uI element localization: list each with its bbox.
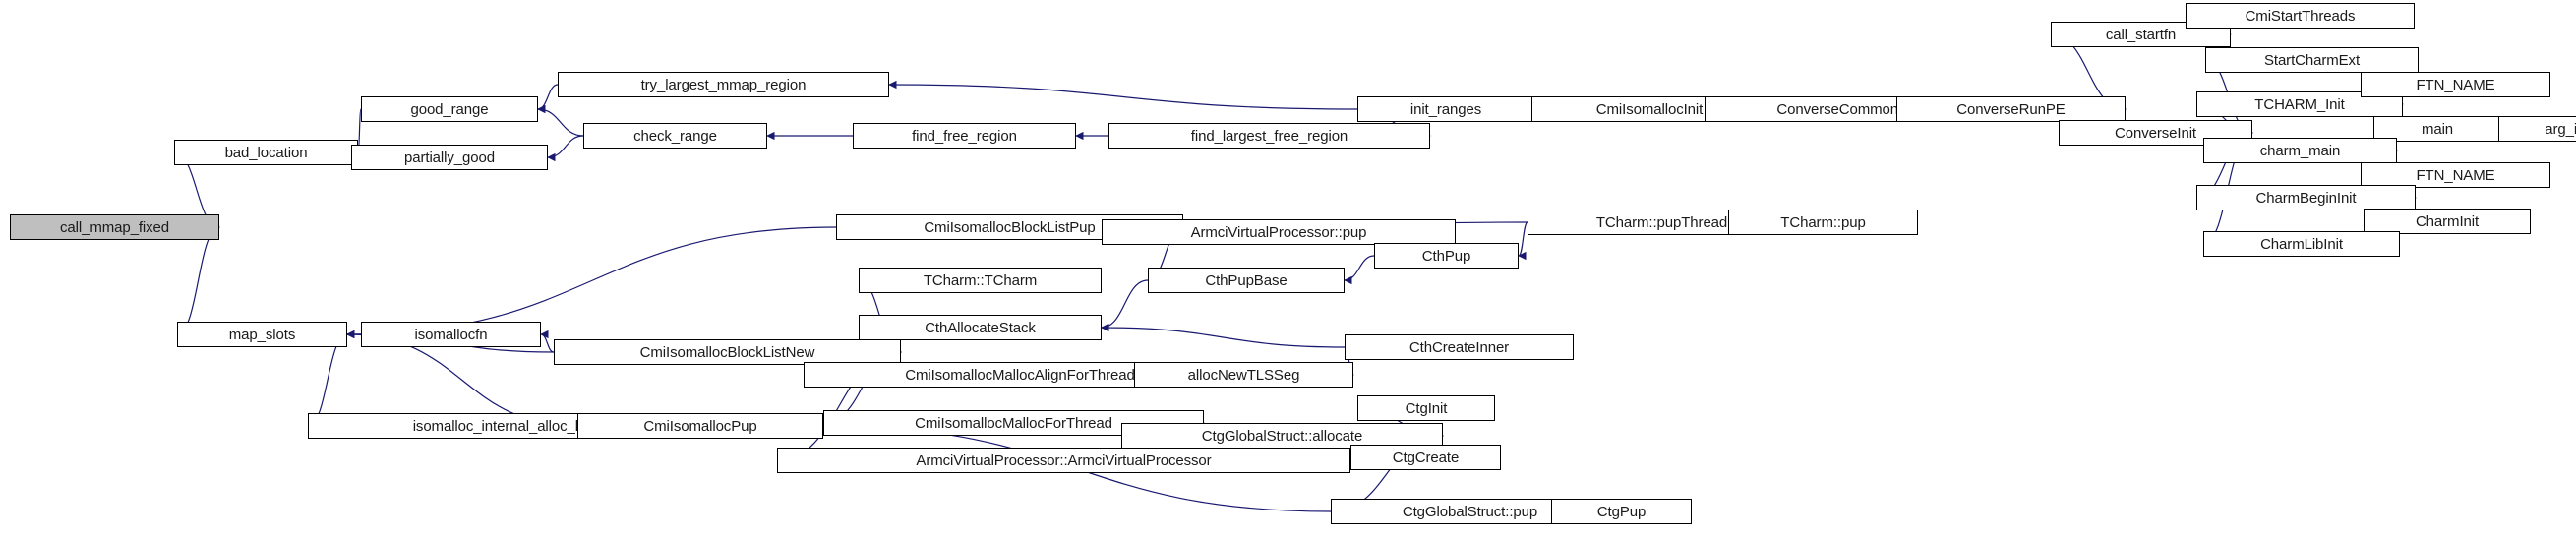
graph-node-map-slots[interactable]: map_slots [177, 322, 347, 347]
graph-edge [537, 104, 584, 137]
graph-edge [346, 226, 837, 339]
graph-edge [1101, 279, 1149, 332]
graph-node-ctgglobalstruct-allocate[interactable]: CtgGlobalStruct::allocate [1121, 423, 1443, 449]
graph-node-call-startfn[interactable]: call_startfn [2051, 22, 2231, 47]
graph-node-cthpupbase[interactable]: CthPupBase [1148, 268, 1345, 293]
graph-node-charmlibinit[interactable]: CharmLibInit [2203, 231, 2400, 257]
graph-node-bad-location[interactable]: bad_location [174, 140, 358, 165]
graph-node-armcivirtualprocessor-armcivirtualprocessor[interactable]: ArmciVirtualProcessor::ArmciVirtualProce… [777, 448, 1350, 473]
graph-node-init-ranges[interactable]: init_ranges [1357, 96, 1534, 122]
graph-edge [537, 84, 559, 114]
graph-node-ctgpup[interactable]: CtgPup [1551, 499, 1692, 524]
graph-node-ctginit[interactable]: CtgInit [1357, 395, 1495, 421]
graph-edge [1344, 255, 1375, 285]
graph-node-tcharm-pup[interactable]: TCharm::pup [1728, 210, 1918, 235]
graph-node-cmiisomallocblocklistpup[interactable]: CmiIsomallocBlockListPup [836, 214, 1183, 240]
graph-node-tcharm-tcharm[interactable]: TCharm::TCharm [859, 268, 1102, 293]
graph-edge [540, 330, 555, 353]
graph-edge [1518, 221, 1528, 261]
graph-node-ftn-name-top[interactable]: FTN_NAME [2361, 72, 2550, 97]
graph-node-isomallocfn[interactable]: isomallocfn [361, 322, 541, 347]
graph-node-try-largest-mmap-region[interactable]: try_largest_mmap_region [558, 72, 889, 97]
graph-edge [888, 80, 1358, 110]
graph-node-find-largest-free-region[interactable]: find_largest_free_region [1108, 123, 1430, 149]
graph-node-arg-init[interactable]: arg_init [2498, 116, 2576, 142]
graph-node-charmbegininit[interactable]: CharmBeginInit [2196, 185, 2416, 210]
graph-node-charm-main[interactable]: charm_main [2203, 138, 2397, 163]
graph-node-conversecommoninit[interactable]: ConverseCommonInit [1705, 96, 1990, 122]
graph-edge [1101, 323, 1346, 348]
graph-node-cthpup[interactable]: CthPup [1374, 243, 1519, 269]
graph-node-check-range[interactable]: check_range [583, 123, 767, 149]
graph-node-ftn-name-bottom[interactable]: FTN_NAME [2361, 162, 2550, 188]
graph-node-ctgcreate[interactable]: CtgCreate [1350, 445, 1501, 470]
graph-node-armcivirtualprocessor-pup[interactable]: ArmciVirtualProcessor::pup [1102, 219, 1456, 245]
graph-node-cmistartthreads[interactable]: CmiStartThreads [2186, 3, 2415, 29]
graph-node-allocnewtlsseg[interactable]: allocNewTLSSeg [1134, 362, 1353, 388]
graph-node-tcharm-init[interactable]: TCHARM_Init [2196, 91, 2403, 117]
graph-edge [547, 135, 584, 162]
graph-node-cmiisomallocblocklistnew[interactable]: CmiIsomallocBlockListNew [554, 339, 901, 365]
graph-node-startcharmext[interactable]: StartCharmExt [2205, 47, 2419, 73]
graph-node-cthcreateinner[interactable]: CthCreateInner [1345, 334, 1574, 360]
graph-node-charminit[interactable]: CharmInit [2364, 209, 2531, 234]
graph-node-cthallocatestack[interactable]: CthAllocateStack [859, 315, 1102, 340]
graph-edge [176, 222, 220, 335]
graph-node-partially-good[interactable]: partially_good [351, 145, 548, 170]
graph-node-cmiisomallocpup[interactable]: CmiIsomallocPup [577, 413, 823, 439]
graph-node-find-free-region[interactable]: find_free_region [853, 123, 1076, 149]
graph-node-good-range[interactable]: good_range [361, 96, 538, 122]
graph-node-converserunpe[interactable]: ConverseRunPE [1896, 96, 2126, 122]
graph-node-call-mmap-fixed[interactable]: call_mmap_fixed [10, 214, 219, 240]
